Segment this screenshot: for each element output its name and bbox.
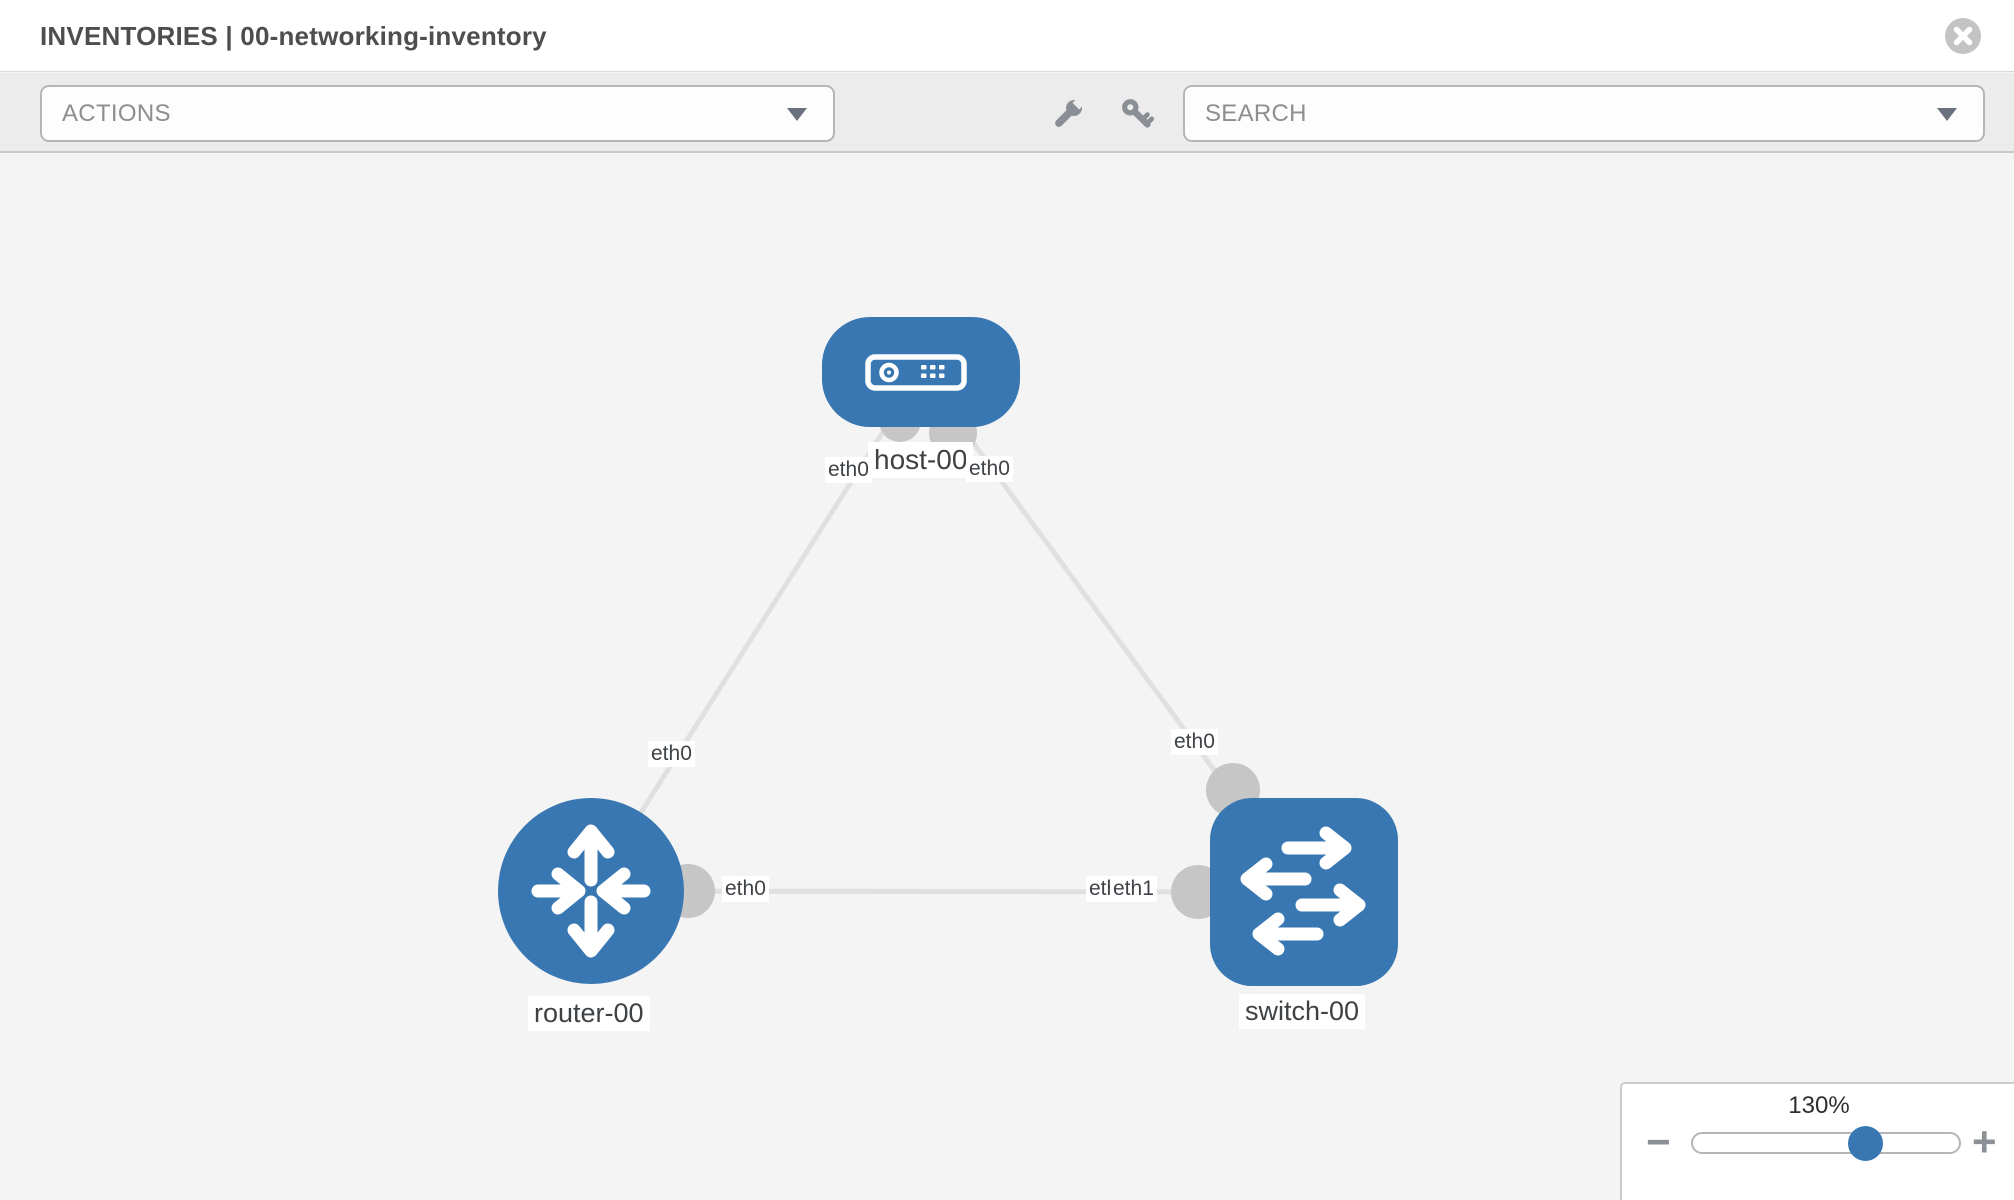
interface-label-switch-eth1: eth1 bbox=[1110, 876, 1157, 902]
node-label-host: host-00 bbox=[868, 442, 974, 478]
zoom-slider-thumb[interactable] bbox=[1848, 1126, 1883, 1161]
search-dropdown[interactable]: SEARCH bbox=[1183, 85, 1985, 142]
toolbar: ACTIONS SEARCH bbox=[0, 73, 2014, 153]
node-label-router: router-00 bbox=[528, 996, 650, 1031]
page-title: INVENTORIES | 00-networking-inventory bbox=[40, 21, 547, 51]
zoom-control-panel: 130% − + bbox=[1620, 1082, 2014, 1200]
zoom-slider-track[interactable] bbox=[1691, 1132, 1961, 1154]
node-label-switch: switch-00 bbox=[1239, 994, 1366, 1029]
interface-label-host-eth0-left: eth0 bbox=[825, 457, 872, 483]
switch-icon bbox=[1240, 826, 1366, 956]
interface-label-switch-eth0-up: eth0 bbox=[1171, 729, 1218, 755]
router-icon bbox=[531, 824, 651, 958]
zoom-in-button[interactable]: + bbox=[1972, 1121, 1997, 1163]
node-host-00[interactable] bbox=[822, 317, 1020, 427]
interface-label-router-eth0-up: eth0 bbox=[648, 741, 695, 767]
close-icon bbox=[1945, 18, 1981, 54]
topology-canvas[interactable]: host-00 router-00 switch-00 eth0 eth0 et… bbox=[0, 155, 2014, 1200]
topology-links-layer bbox=[588, 370, 1307, 919]
host-icon bbox=[865, 354, 967, 391]
key-icon bbox=[1122, 99, 1155, 128]
actions-dropdown-label: ACTIONS bbox=[62, 100, 171, 127]
close-button[interactable] bbox=[1944, 17, 1982, 55]
chevron-down-icon bbox=[787, 108, 807, 121]
zoom-out-button[interactable]: − bbox=[1646, 1121, 1671, 1163]
key-credentials-button[interactable] bbox=[1115, 92, 1159, 136]
interface-label-router-eth0: eth0 bbox=[722, 876, 769, 902]
wrench-icon bbox=[1054, 95, 1086, 127]
chevron-down-icon bbox=[1937, 108, 1957, 121]
node-switch-00[interactable] bbox=[1210, 798, 1398, 986]
actions-dropdown[interactable]: ACTIONS bbox=[40, 85, 835, 142]
node-router-00[interactable] bbox=[498, 798, 684, 984]
configure-tools-button[interactable] bbox=[1045, 92, 1089, 136]
plus-icon: + bbox=[1972, 1118, 1997, 1165]
interface-label-host-eth0-right: eth0 bbox=[966, 456, 1013, 482]
zoom-level-label: 130% bbox=[1788, 1092, 1850, 1119]
minus-icon: − bbox=[1646, 1118, 1671, 1165]
search-dropdown-label: SEARCH bbox=[1205, 100, 1307, 127]
header-bar: INVENTORIES | 00-networking-inventory bbox=[0, 0, 2014, 72]
